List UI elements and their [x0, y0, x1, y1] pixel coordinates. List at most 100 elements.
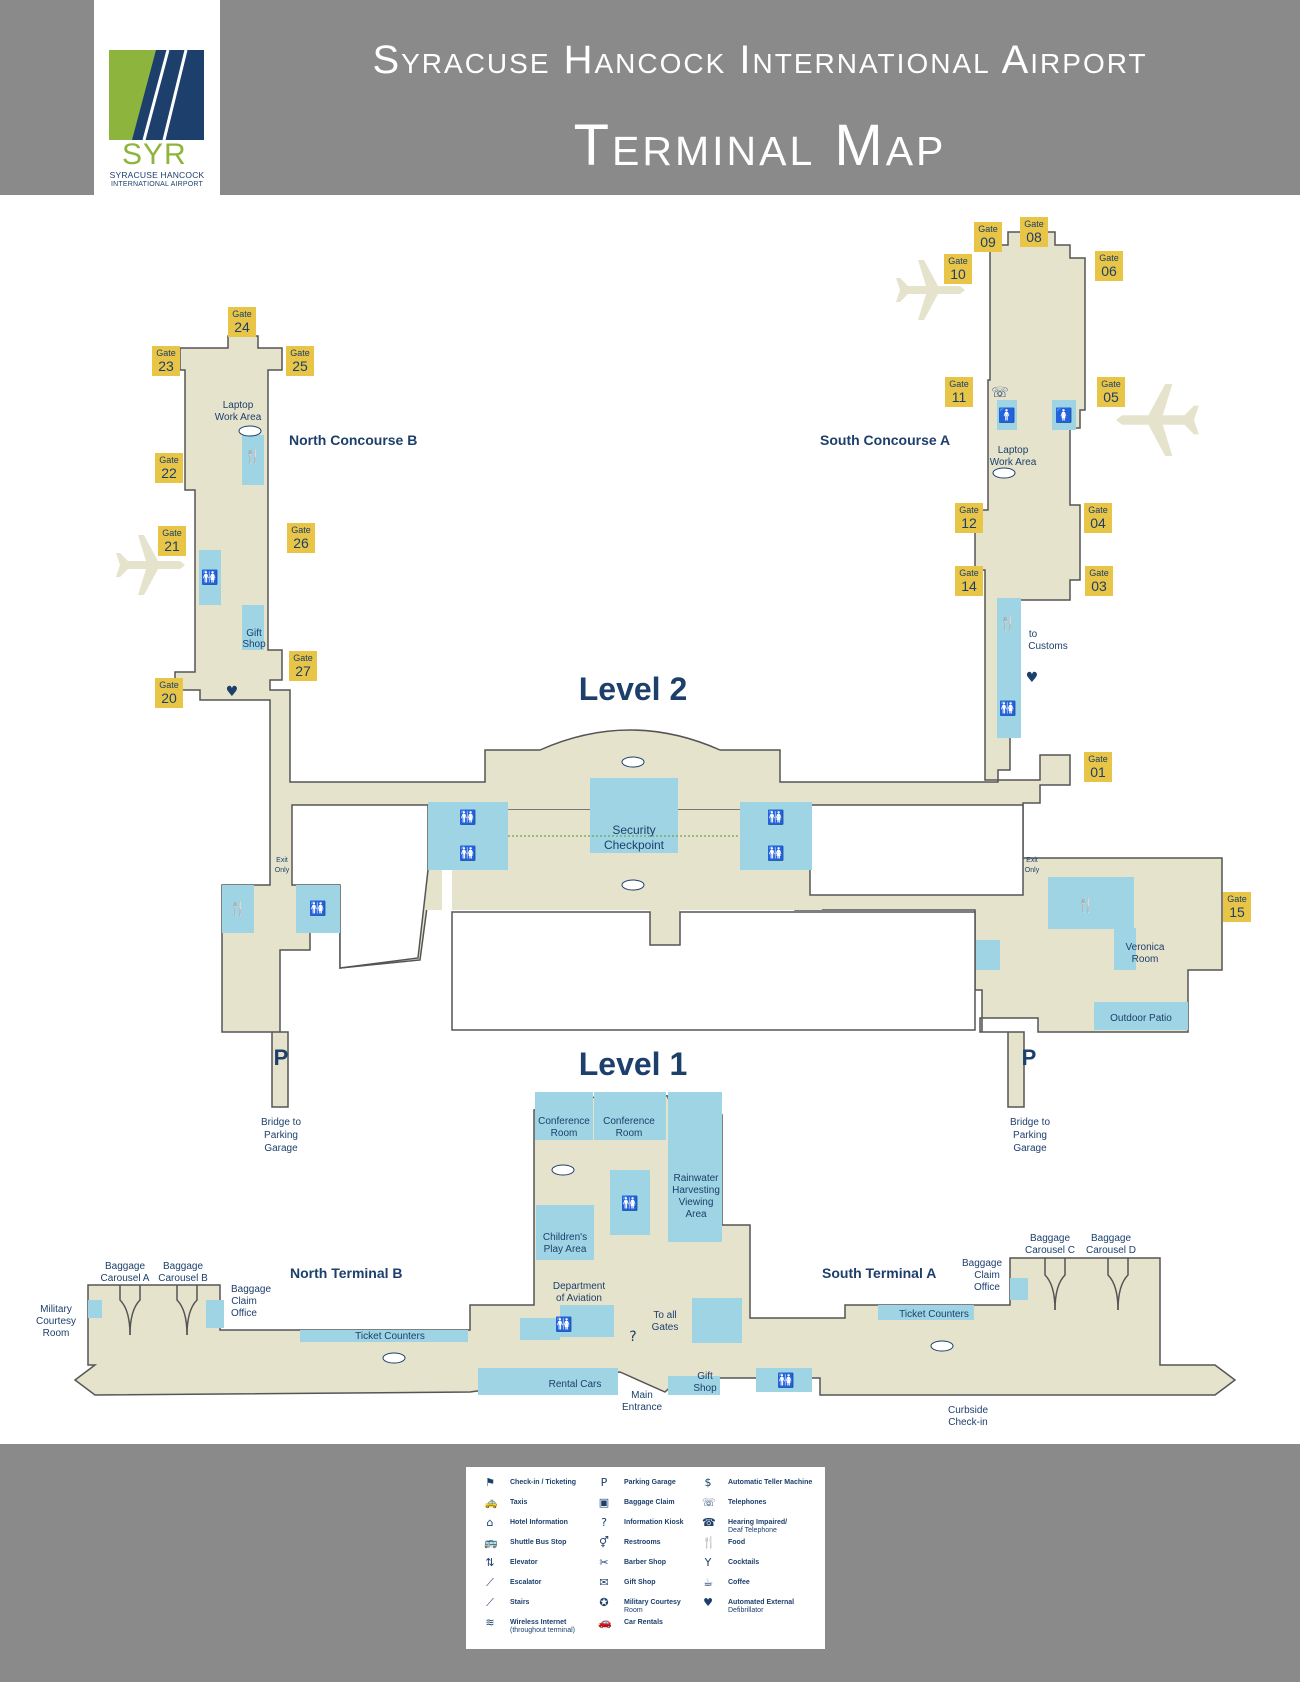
taxi-icon: 🚕: [484, 1496, 498, 1509]
legend-label: Cocktails: [728, 1559, 760, 1566]
gift-shop-label: Gift: [246, 628, 262, 639]
syr-logo: SYR SYRACUSE HANCOCK INTERNATIONAL AIRPO…: [94, 0, 220, 195]
level2-title: Level 2: [579, 671, 688, 707]
legend-label: Telephones: [728, 1499, 767, 1506]
level1-highlights: [88, 1092, 1028, 1395]
bridge-right-label-3: Garage: [1013, 1143, 1047, 1154]
security-checkpoint-label-2: Checkpoint: [604, 838, 665, 852]
laptop-area-south-2: Work Area: [990, 457, 1037, 468]
gate-label: Gate: [156, 348, 176, 358]
legend-label: Escalator: [510, 1579, 542, 1586]
curbside-label-2: Check-in: [948, 1417, 987, 1428]
legend-label: Car Rentals: [624, 1619, 663, 1626]
restroom-icon: 🚻: [555, 1316, 572, 1333]
rainwater-label-4: Area: [685, 1209, 707, 1220]
restroom-icon: 🚹: [998, 407, 1015, 424]
tty-icon: ☎: [702, 1516, 716, 1529]
logo-text: SYR: [122, 138, 187, 171]
level1-title: Level 1: [579, 1046, 688, 1082]
legend-label: Stairs: [510, 1599, 530, 1606]
restroom-icon: 🚻: [459, 845, 476, 862]
legend-label: Taxis: [510, 1499, 528, 1506]
legend-label: Restrooms: [624, 1539, 661, 1546]
header-banner: SYR SYRACUSE HANCOCK INTERNATIONAL AIRPO…: [0, 0, 1300, 195]
legend-label: Barber Shop: [624, 1559, 667, 1566]
restroom-icon: 🚻: [767, 809, 784, 826]
laptop-area-south: Laptop: [998, 445, 1029, 456]
gate-label: Gate: [1227, 894, 1247, 904]
restroom-icon: 🚻: [999, 700, 1016, 717]
gate-number: 26: [293, 535, 309, 551]
wifi-icon: [238, 425, 262, 437]
elevator-icon: ⇅: [485, 1556, 495, 1569]
gate-number: 12: [961, 515, 977, 531]
gate-number: 09: [980, 234, 996, 250]
cocktails-icon: Y: [704, 1556, 712, 1569]
north-terminal-label: North Terminal B: [290, 1265, 403, 1281]
gate-label: Gate: [291, 525, 311, 535]
gate-number: 20: [161, 690, 177, 706]
gate-label: Gate: [1099, 253, 1119, 263]
food-icon: 🍴: [1077, 897, 1094, 914]
gate-number: 11: [951, 389, 967, 405]
play-area-label-2: Play Area: [544, 1244, 587, 1255]
gate-label: Gate: [232, 309, 252, 319]
gate-label: Gate: [959, 505, 979, 515]
gate-number: 01: [1090, 764, 1106, 780]
military-room-label: Military: [40, 1304, 72, 1315]
legend-label: Elevator: [510, 1559, 538, 1566]
south-terminal-label: South Terminal A: [822, 1265, 936, 1281]
security-checkpoint-label: Security: [612, 823, 655, 837]
gate-number: 22: [161, 465, 177, 481]
dept-aviation-label: Department: [553, 1281, 605, 1292]
aed-icon: ♥: [1026, 670, 1039, 686]
exit-only-left: Exit: [276, 857, 288, 864]
restroom-icon: 🚻: [621, 1195, 638, 1212]
ticket-counters-north: Ticket Counters: [355, 1331, 425, 1342]
parking-icon: P: [600, 1476, 608, 1489]
carousel-a-label: Baggage: [105, 1261, 145, 1272]
level2-highlights: [199, 400, 1188, 1030]
gift-shop-l1: Gift: [697, 1371, 713, 1382]
rainwater-label-3: Viewing: [679, 1197, 714, 1208]
exit-only-right-2: Only: [1025, 867, 1040, 874]
exit-only-left-2: Only: [275, 867, 290, 874]
legend-note: Defibrillator: [728, 1607, 764, 1614]
atm-icon: $: [704, 1476, 712, 1489]
outdoor-patio-label: Outdoor Patio: [1110, 1013, 1172, 1024]
legend-label: Gift Shop: [624, 1579, 656, 1586]
military-room-label-3: Room: [43, 1328, 70, 1339]
veronica-room-label-2: Room: [1132, 954, 1159, 965]
restroom-icon: 🚺: [1055, 407, 1072, 424]
gift-shop-l1-2: Shop: [693, 1383, 717, 1394]
telephone-icon: ☏: [702, 1496, 716, 1509]
gate-label: Gate: [293, 653, 313, 663]
bridge-right-label-2: Parking: [1013, 1130, 1047, 1141]
gate-label: Gate: [978, 224, 998, 234]
parking-icon: P: [274, 1045, 289, 1070]
conference-room-1: Conference: [538, 1116, 590, 1127]
gate-number: 04: [1090, 515, 1106, 531]
north-concourse-label: North Concourse B: [289, 432, 417, 448]
gate-number: 27: [295, 663, 311, 679]
gate-label: Gate: [1088, 754, 1108, 764]
dept-aviation-label-2: of Aviation: [556, 1293, 602, 1304]
gate-label: Gate: [1088, 505, 1108, 515]
coffee-icon: ☕: [703, 1576, 713, 1589]
to-all-gates-label: To all: [653, 1310, 676, 1321]
restroom-icon: ⚥: [599, 1536, 609, 1549]
rental-cars-label: Rental Cars: [549, 1379, 602, 1390]
airport-title: Syracuse Hancock International Airport: [372, 38, 1148, 82]
check-in-icon: ⚑: [485, 1476, 495, 1489]
curbside-label: Curbside: [948, 1405, 988, 1416]
gate-label: Gate: [1089, 568, 1109, 578]
carousel-c-label: Baggage: [1030, 1233, 1070, 1244]
ticket-counters-south: Ticket Counters: [899, 1309, 969, 1320]
rainwater-label: Rainwater: [673, 1173, 719, 1184]
